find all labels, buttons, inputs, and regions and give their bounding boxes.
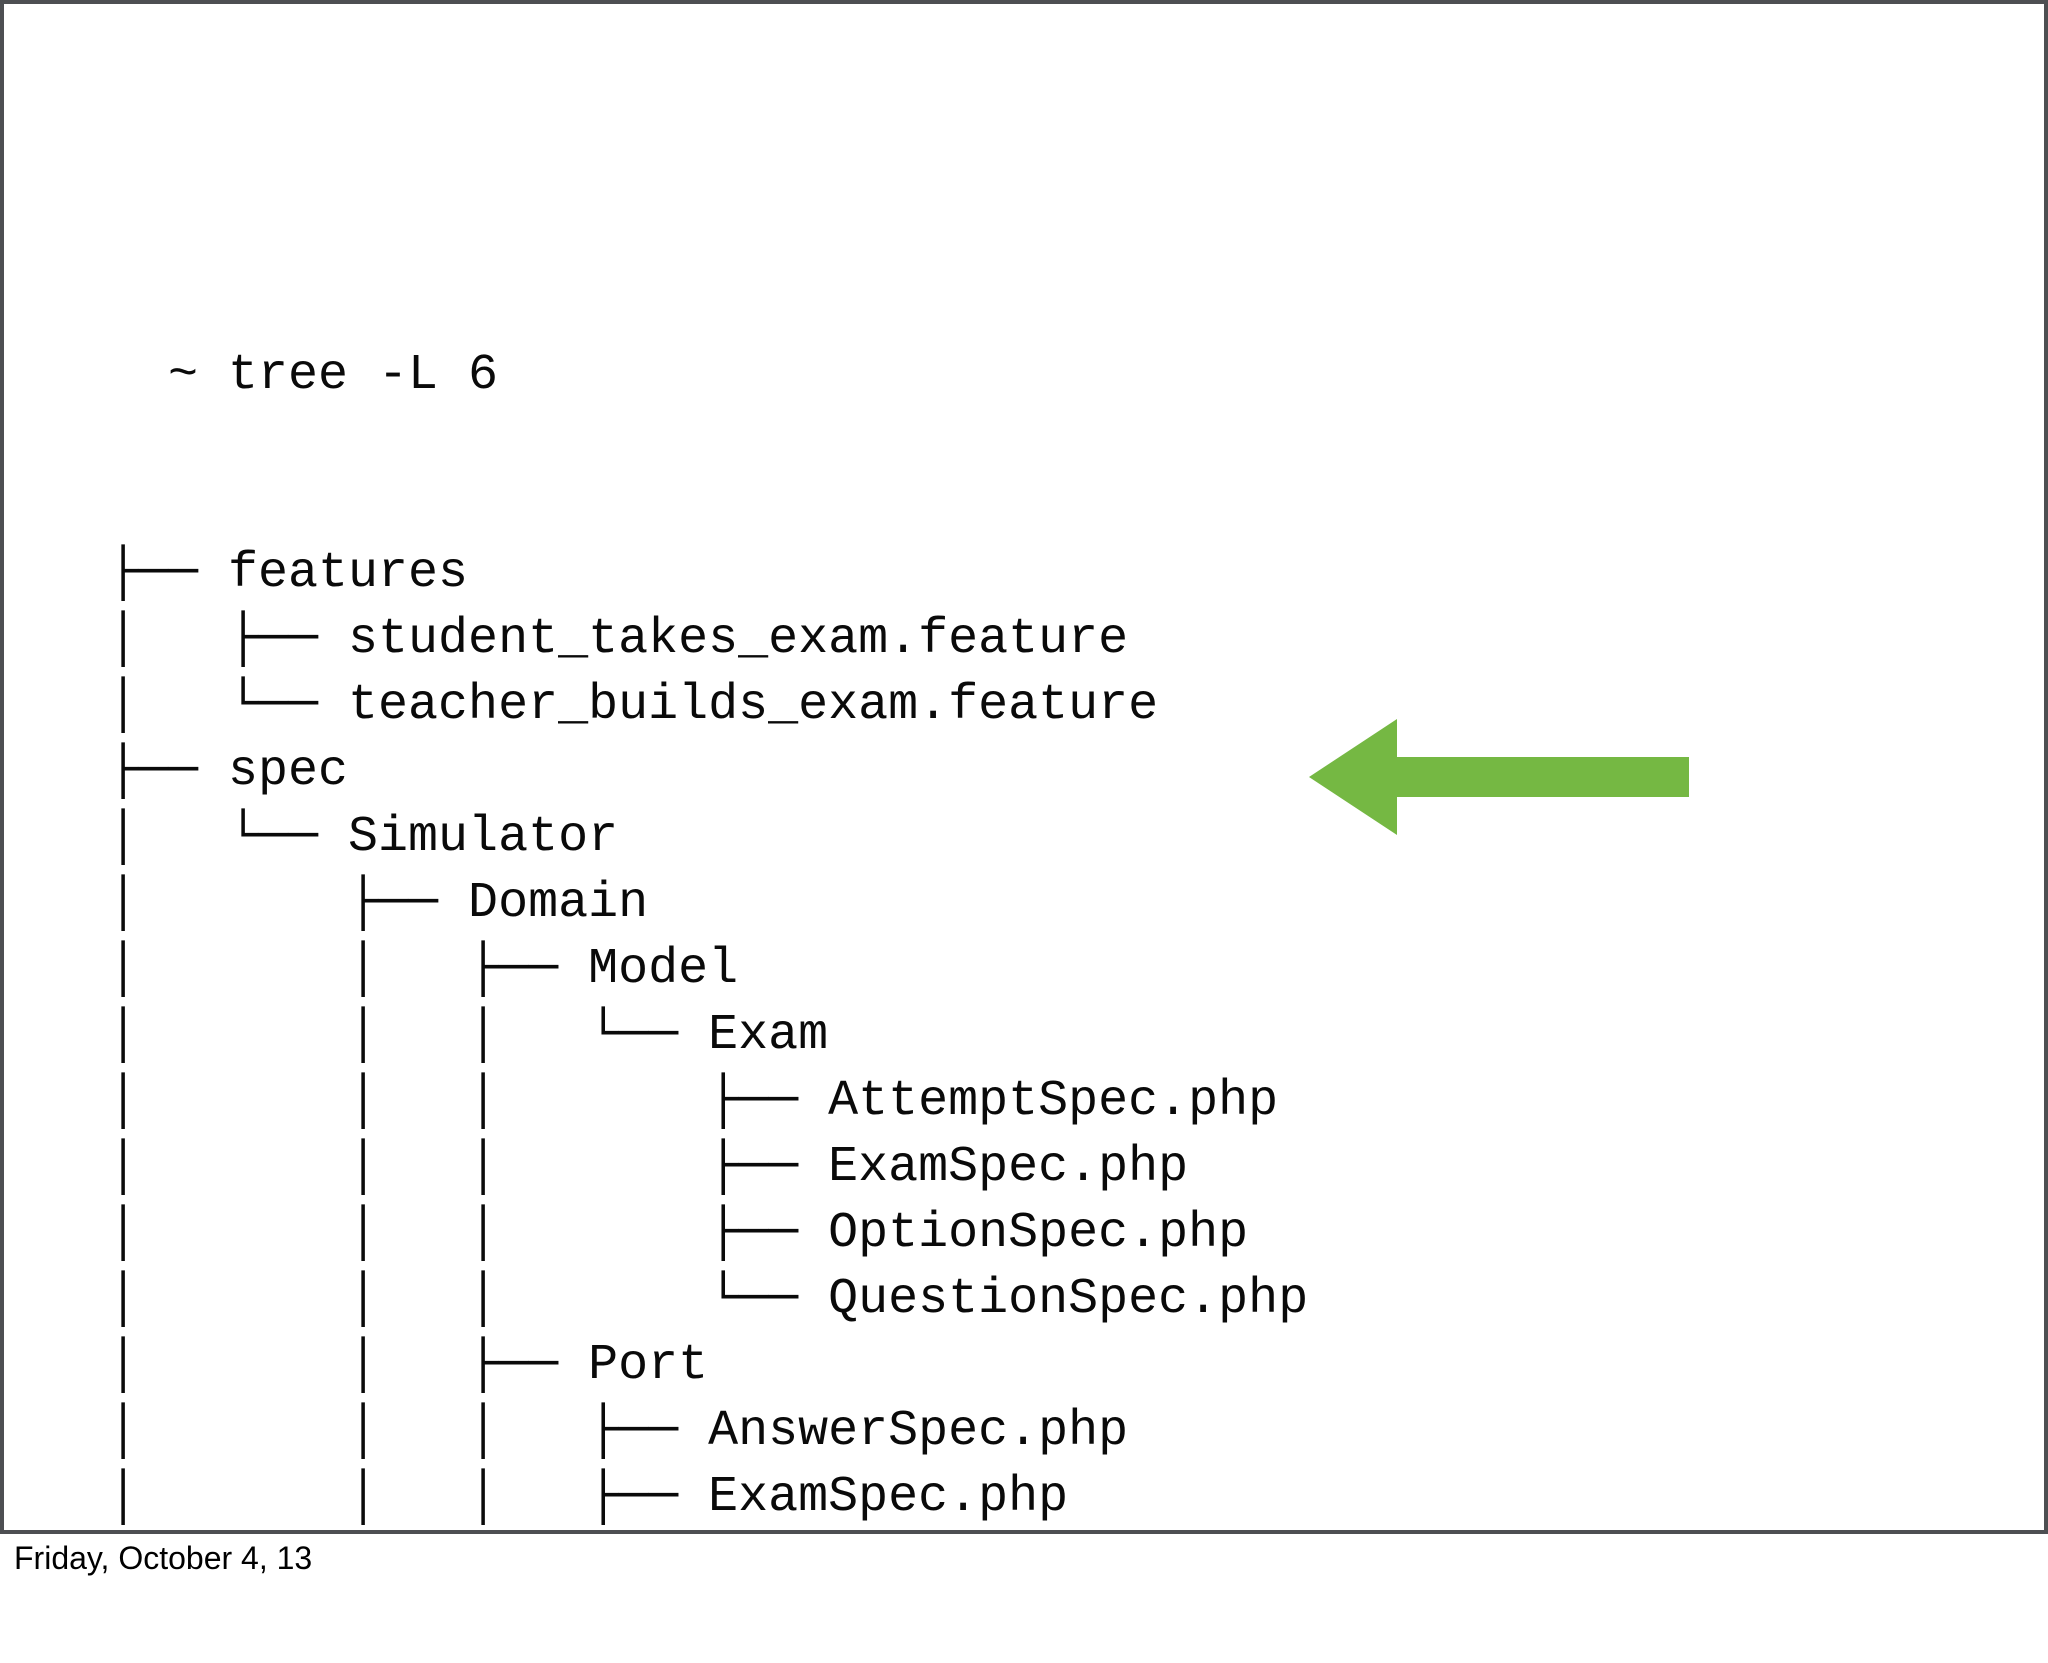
- green-arrow-icon: [1309, 719, 1689, 835]
- terminal-output: ~ tree -L 6 ├── features │ ├── student_ta…: [108, 211, 1308, 1663]
- tree-line-8: │ │ │ ├── AttemptSpec.php: [108, 1073, 1279, 1130]
- tree-line-14: │ │ │ ├── ExamSpec.php: [108, 1469, 1069, 1526]
- footer-date: Friday, October 4, 13: [14, 1540, 313, 1576]
- tree-line-10: │ │ │ ├── OptionSpec.php: [108, 1205, 1249, 1262]
- tree-line-1: │ ├── student_takes_exam.feature: [108, 611, 1129, 668]
- slide-canvas: ~ tree -L 6 ├── features │ ├── student_ta…: [0, 0, 2048, 1534]
- tree-line-6: │ │ ├── Model: [108, 941, 739, 998]
- tree-line-5: │ ├── Domain: [108, 875, 649, 932]
- tree-line-12: │ │ ├── Port: [108, 1337, 709, 1394]
- terminal-command: ~ tree -L 6: [168, 347, 499, 404]
- slide-footer: Friday, October 4, 13: [14, 1540, 312, 1577]
- tree-line-0: ├── features: [108, 545, 469, 602]
- tree-listing: ├── features │ ├── student_takes_exam.fea…: [108, 541, 1308, 1531]
- tree-line-13: │ │ │ ├── AnswerSpec.php: [108, 1403, 1129, 1460]
- tree-line-9: │ │ │ ├── ExamSpec.php: [108, 1139, 1189, 1196]
- tree-line-4: │ └── Simulator: [108, 809, 619, 866]
- tree-line-11: │ │ │ └── QuestionSpec.php: [108, 1271, 1309, 1328]
- tree-line-3: ├── spec: [108, 743, 349, 800]
- tree-line-7: │ │ │ └── Exam: [108, 1007, 829, 1064]
- tree-line-2: │ └── teacher_builds_exam.feature: [108, 677, 1159, 734]
